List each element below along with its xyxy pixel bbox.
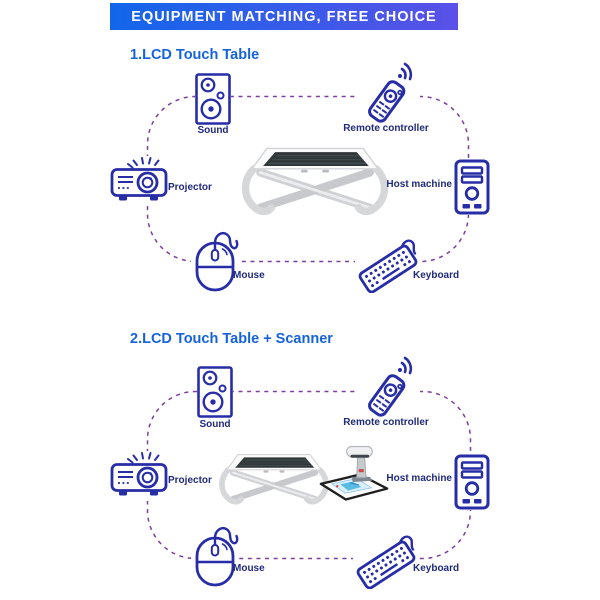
scanner-image (317, 444, 391, 502)
remote-controller-icon (358, 354, 420, 422)
projector-icon (110, 451, 168, 501)
projector-icon (110, 156, 168, 206)
device-label-keyboard: Keyboard (413, 270, 460, 281)
mouse-icon (191, 525, 239, 587)
device-label-projector: Projector (168, 475, 212, 486)
keyboard-icon (355, 231, 421, 293)
connection-loop (146, 95, 470, 263)
device-label-sound: Sound (197, 125, 229, 136)
speaker-icon (197, 366, 233, 418)
device-label-mouse: Mouse (233, 270, 265, 281)
device-label-keyboard: Keyboard (413, 563, 460, 574)
device-label-host-machine: Host machine (386, 473, 452, 484)
section-2-title: 2.LCD Touch Table + Scanner (130, 331, 333, 347)
device-label-remote-controller: Remote controller (343, 123, 429, 134)
section-1-title: 1.LCD Touch Table (130, 47, 260, 63)
device-label-projector: Projector (168, 182, 212, 193)
lcd-touch-table-image (236, 141, 394, 229)
speaker-icon (195, 73, 231, 125)
device-label-sound: Sound (199, 419, 231, 430)
device-label-remote-controller: Remote controller (343, 417, 429, 428)
host-machine-icon (454, 159, 490, 215)
lcd-touch-table-image (215, 449, 333, 515)
remote-controller-icon (358, 60, 420, 128)
host-machine-icon (454, 454, 490, 510)
mouse-icon (191, 230, 239, 292)
device-label-mouse: Mouse (233, 563, 265, 574)
keyboard-icon (353, 527, 419, 589)
page-title-banner: EQUIPMENT MATCHING, FREE CHOICE (110, 3, 458, 30)
device-label-host-machine: Host machine (386, 179, 452, 190)
